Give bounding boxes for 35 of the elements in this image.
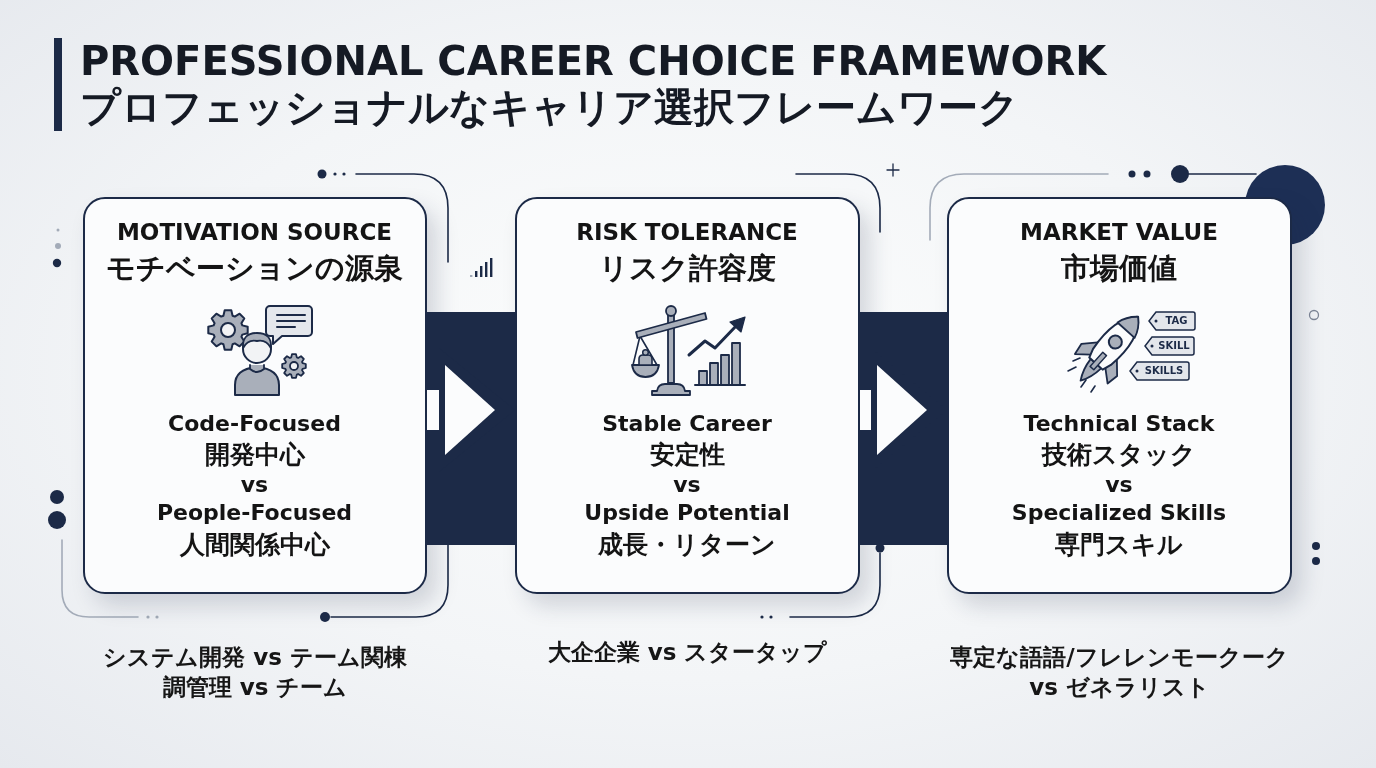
comparison-text: 人間関係中心 [178,530,331,560]
example-caption: システム開発 vs テーム関棟 [102,643,408,672]
tag [1148,311,1196,331]
example-caption: 調管理 vs チーム [161,673,349,702]
tag-text: TAG [1164,315,1189,327]
comparison-text: Specialized Skills [1010,499,1228,527]
category-card [947,197,1292,594]
comparison-text: Technical Stack [1022,410,1216,438]
comparison-text: vs [672,471,702,499]
card-heading: リスク許容度 [597,250,777,286]
comparison-text: 開発中心 [203,440,306,470]
tag-text: SKILLS [1143,365,1185,377]
comparison-text: 成長・リターン [597,530,777,560]
card-heading: モチベーションの源泉 [105,250,404,286]
comparison-text: Upside Potential [583,499,791,527]
tag [1144,336,1195,356]
tag [1129,361,1190,381]
comparison-text: Code-Focused [167,410,342,438]
example-caption: 専定な語語/フレレンモークーク vs ゼネラリスト [949,643,1290,702]
category-card [83,197,427,594]
comparison-text: 専門スキル [1054,530,1184,560]
example-caption: 大企企業 vs スタータップ [546,638,829,667]
comparison-text: Stable Career [601,410,773,438]
comparison-text: vs [239,471,270,499]
card-heading: 市場価値 [1060,250,1178,286]
card-heading: RISK TOLERANCE [575,218,799,247]
tag-text: SKILL [1157,340,1191,352]
comparison-text: vs [1104,471,1134,499]
card-heading: MARKET VALUE [1019,218,1219,247]
comparison-text: 技術スタック [1040,440,1197,470]
title: PROFESSIONAL CAREER CHOICE FRAMEWORK プロフェッショナルなキャリア選択フレームワーク [80,38,1108,130]
comparison-text: People-Focused [155,499,354,527]
card-heading: MOTIVATION SOURCE [115,218,394,247]
category-card [515,197,860,594]
comparison-text: 安定性 [648,440,726,470]
